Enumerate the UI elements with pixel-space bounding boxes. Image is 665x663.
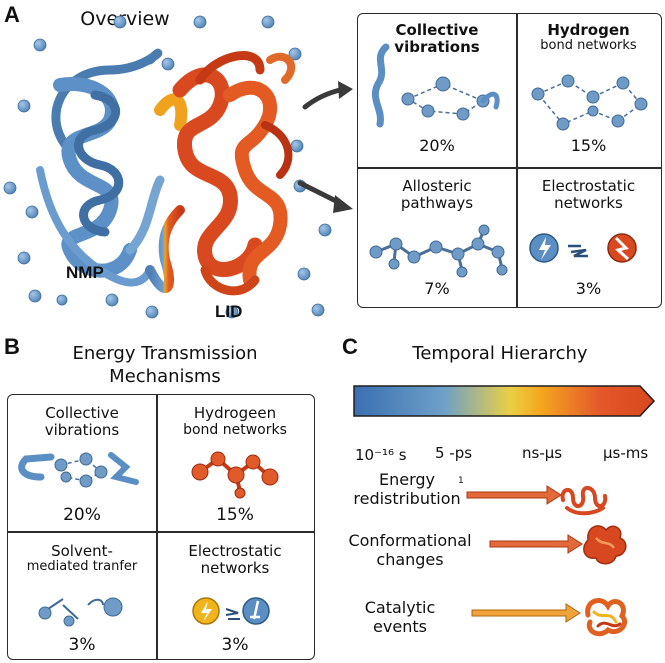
b-hydrogen-bond-title: Hydrogeen bond networks (183, 404, 287, 439)
protein-illustration (3, 15, 332, 319)
b-collective-vibrations-percent: 20% (63, 505, 101, 525)
hydrogen-bond-network-icon (531, 74, 648, 131)
panel-c-letter: C (342, 334, 358, 359)
scale-label-femtoseconds: 10⁻¹⁶ s (355, 446, 407, 464)
allosteric-pathways-icon (369, 224, 508, 278)
allosteric-pathways-percent: 7% (424, 279, 450, 298)
scale-label-picoseconds: 5 -ps (435, 444, 473, 462)
electrostatic-networks-percent: 3% (575, 279, 602, 298)
footnote-mark: 1 (458, 476, 464, 486)
b-collective-vibrations-icon (18, 452, 139, 488)
electrostatic-networks-icon (529, 233, 637, 263)
collective-vibrations-percent: 20% (419, 136, 455, 155)
scale-label-nanoseconds: ns-μs (522, 444, 563, 462)
hydrogen-bond-percent: 15% (570, 136, 607, 155)
b-electrostatic-icon (192, 597, 270, 625)
b-solvent-mediated-title: Solvent- mediated tranfer (26, 542, 138, 575)
panel-c-title: Temporal Hierarchy (412, 343, 588, 364)
conformational-changes-arrow (489, 525, 627, 565)
lid-domain (172, 51, 296, 296)
catalytic-events-arrow (471, 598, 628, 637)
nmp-label: NMP (66, 263, 104, 282)
cell-hydrogen-bond-title: Hydrogen bond networks (540, 21, 637, 54)
scale-label-milliseconds: μs-ms (603, 444, 649, 462)
time-scale-bar (353, 385, 656, 417)
lid-label: LID (215, 302, 243, 321)
panel-a-letter: A (4, 2, 20, 27)
collective-vibrations-icon (371, 43, 500, 128)
energy-redistribution-arrow (466, 485, 608, 516)
b-hydrogen-bond-percent: 15% (216, 505, 254, 525)
b-electrostatic-percent: 3% (221, 635, 249, 655)
b-solvent-mediated-percent: 3% (68, 635, 96, 655)
panel-b-letter: B (4, 334, 20, 359)
nmp-domain (36, 48, 165, 287)
solvent-dots (3, 15, 332, 319)
b-solvent-mediated-icon (38, 597, 123, 627)
panel-a-arrows (297, 81, 353, 213)
b-hydrogen-bond-icon (191, 451, 279, 499)
